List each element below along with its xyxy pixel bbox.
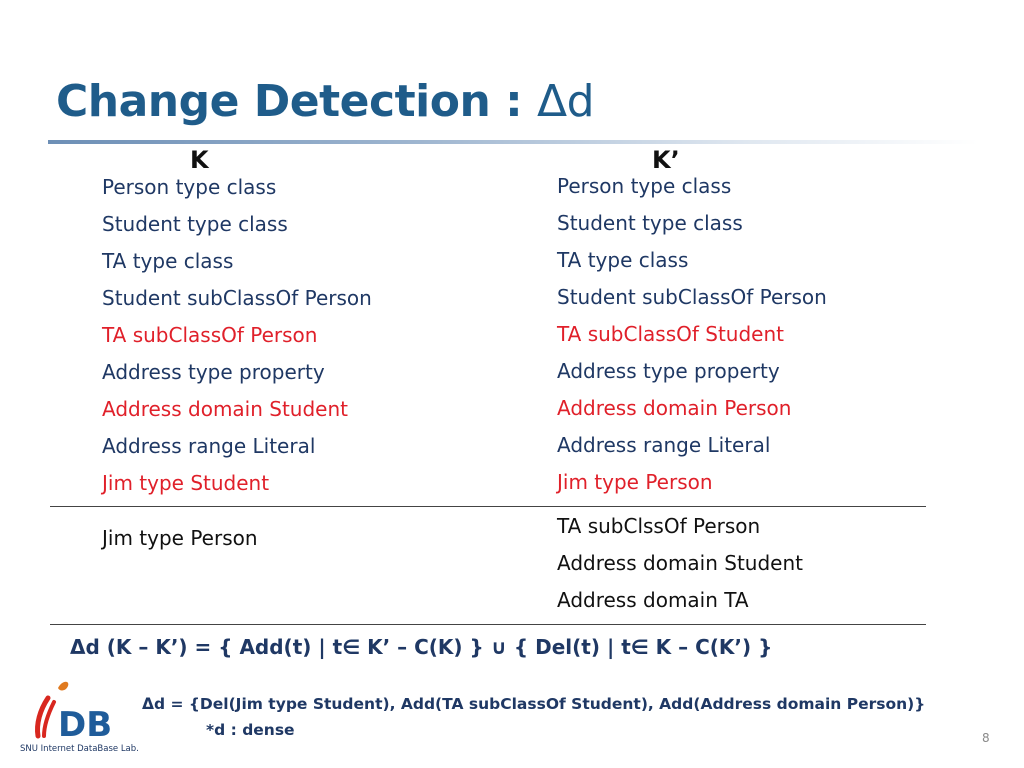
- k-prime-triple: Address type property: [557, 359, 780, 383]
- logo-caption: SNU Internet DataBase Lab.: [20, 744, 139, 754]
- divider-top: [50, 506, 926, 507]
- k-triple: Person type class: [102, 175, 277, 199]
- slide-title-main: Change Detection :: [56, 76, 538, 127]
- idb-logo: DB SNU Internet DataBase Lab.: [20, 681, 139, 754]
- column-header-k: K: [190, 146, 209, 174]
- k-triple: Jim type Student: [102, 471, 270, 495]
- k-closure-list: Jim type Person: [102, 520, 258, 557]
- k-prime-triple: TA subClassOf Student: [557, 322, 784, 346]
- k-triple: Address domain Student: [102, 397, 348, 421]
- page-number: 8: [982, 731, 990, 745]
- delta-example: Δd = {Del(Jim type Student), Add(TA subC…: [142, 695, 926, 713]
- title-underline: [48, 140, 978, 144]
- column-header-k-prime: K’: [652, 146, 680, 174]
- k-prime-triple: Student subClassOf Person: [557, 285, 827, 309]
- dense-note: *d : dense: [206, 721, 295, 739]
- divider-bottom: [50, 624, 926, 625]
- k-prime-closure-triple: Address domain Student: [557, 551, 803, 575]
- k-triple: TA subClassOf Person: [102, 323, 318, 347]
- k-prime-triple: Student type class: [557, 211, 743, 235]
- k-triple: TA type class: [102, 249, 234, 273]
- slide-title: Change Detection : Δd: [56, 76, 595, 127]
- k-prime-closure-triple: Address domain TA: [557, 588, 749, 612]
- k-prime-triple: Address domain Person: [557, 396, 792, 420]
- k-prime-triple: TA type class: [557, 248, 689, 272]
- delta-formula: Δd (K – K’) = { Add(t) | t∈ K’ – C(K) } …: [70, 635, 773, 659]
- k-triple: Address range Literal: [102, 434, 316, 458]
- svg-text:DB: DB: [58, 705, 112, 745]
- k-triple: Address type property: [102, 360, 325, 384]
- k-prime-closure-triple: TA subClssOf Person: [557, 514, 761, 538]
- k-triple: Student subClassOf Person: [102, 286, 372, 310]
- k-triple: Student type class: [102, 212, 288, 236]
- k-prime-triple: Person type class: [557, 174, 732, 198]
- k-closure-triple: Jim type Person: [102, 526, 258, 550]
- k-prime-triple: Jim type Person: [557, 470, 713, 494]
- slide-title-delta: Δd: [537, 76, 595, 127]
- k-prime-triple: Address range Literal: [557, 433, 771, 457]
